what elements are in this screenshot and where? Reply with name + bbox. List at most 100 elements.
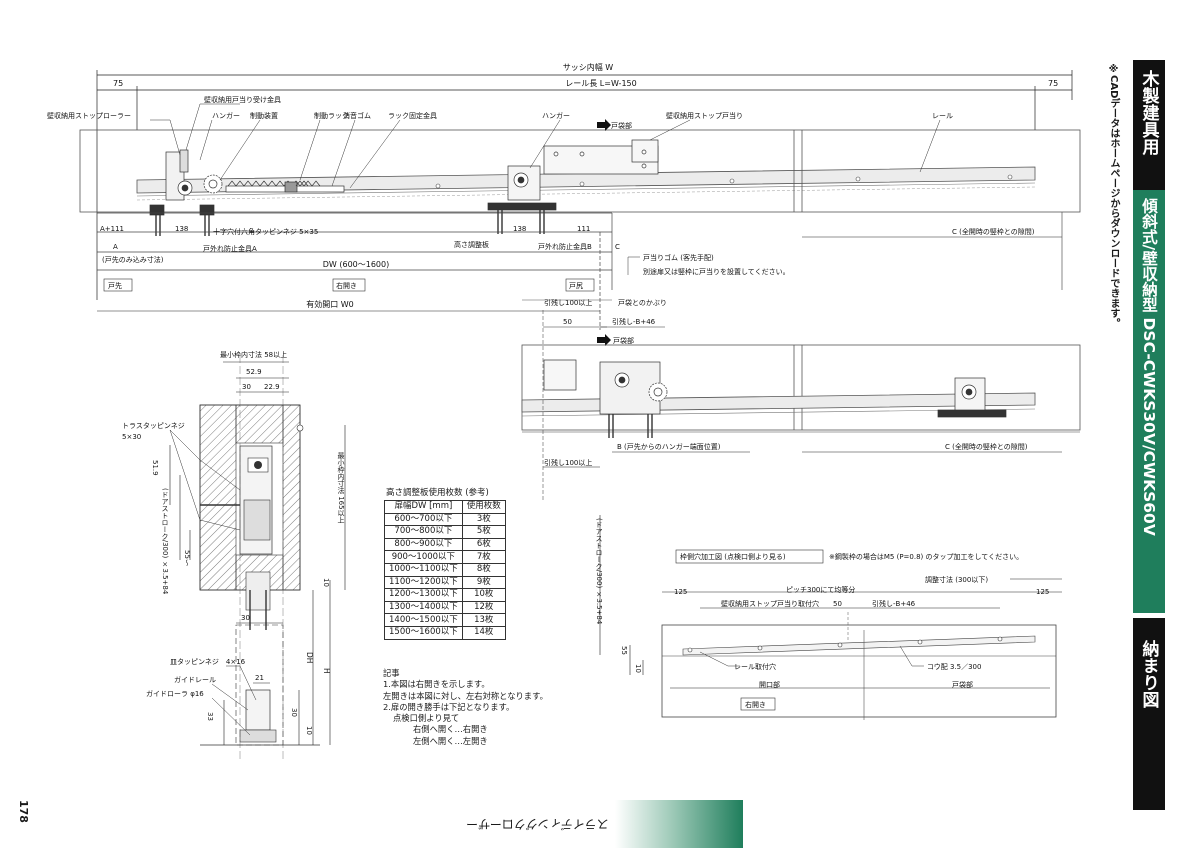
- pocket-direction-2-label: 戸袋部: [613, 336, 634, 345]
- rail-label: レール: [932, 112, 953, 120]
- cell-width: 1400～1500以下: [384, 613, 463, 627]
- a-plus-label: A+111: [100, 225, 124, 233]
- dh-label: DH: [305, 652, 314, 664]
- category-tab: 木製建具用: [1133, 60, 1165, 190]
- top-dimension-lines: [96, 70, 1073, 300]
- flat-screw-label: 皿タッピンネジ 4×16: [170, 657, 246, 666]
- hanger-left-label: ハンガー: [212, 111, 240, 120]
- stop-receiver-label: 壁収納用戸当り受け金具: [204, 95, 281, 104]
- right-open-label: 右開き: [336, 281, 357, 290]
- section-tab: 納まり図: [1133, 618, 1165, 810]
- dim-111: 111: [577, 225, 590, 233]
- footer-gradient: [615, 800, 743, 848]
- note-line: 左側へ開く…左開き: [413, 735, 488, 746]
- pull-b46-frame-label: 引残し-B+46: [872, 599, 916, 608]
- frame-door-stroke-label: (ドアストローク/300) ×3.5+84: [595, 518, 603, 625]
- min-frame-width-label: 最小枠内寸法 58以上: [220, 350, 287, 359]
- stop-note-label: 別途扉又は竪枠に戸当りを設置してください。: [643, 267, 790, 276]
- pocket-arrow-icon: [597, 119, 611, 131]
- dim-529-label: 52.9: [246, 368, 262, 376]
- cell-width: 1500～1600以下: [384, 625, 463, 640]
- left-stopper-assembly: [149, 149, 345, 236]
- cell-width: 1200～1300以下: [384, 588, 463, 602]
- cell-count: 14枚: [461, 625, 506, 640]
- stop-rubber-label: 戸当りゴム (客先手配): [643, 253, 714, 262]
- door-outline: [97, 212, 613, 330]
- brake-rack-label: 制動ラック: [314, 111, 349, 120]
- cell-count: 13枚: [461, 613, 506, 627]
- stopper-roller-label: 壁収納用ストップローラー: [47, 111, 131, 120]
- guide-roller-label: ガイドローラ φ16: [146, 689, 204, 698]
- dim-125b-label: 125: [1036, 588, 1049, 596]
- category-label: 木製建具用: [1138, 70, 1159, 155]
- pocket-direction-label: 戸袋部: [611, 121, 632, 130]
- cell-count: 7枚: [461, 550, 506, 564]
- hanger-mid-label: ハンガー: [542, 111, 570, 120]
- stop-mount-label: 壁収納用ストップ戸当り取付穴: [721, 599, 819, 608]
- dim-10b-label: 10: [305, 726, 313, 735]
- door-back-label: 戸尻: [569, 282, 583, 290]
- pocket-arrow-2-icon: [597, 334, 611, 346]
- steel-note-label: ※鋼製枠の場合はM5 (P=0.8) のタップ加工をしてください。: [829, 552, 1023, 561]
- frame-dim-55-label: 55: [620, 646, 628, 655]
- dim-30c-label: 30: [290, 708, 298, 717]
- dim-229-label: 22.9: [264, 383, 280, 391]
- anti-fall-a-label: 戸外れ防止金具A: [203, 244, 257, 253]
- note-line: 1.本図は右開きを示します。: [383, 679, 490, 690]
- dim-50-label: 50: [563, 318, 572, 326]
- h-label: H: [322, 668, 331, 674]
- c-label: C: [615, 243, 620, 251]
- cell-count: 12枚: [461, 600, 506, 615]
- cell-width: 1300～1400以下: [384, 600, 463, 615]
- notes-heading: 記事: [383, 668, 400, 678]
- dim-55-label: 55～: [183, 550, 191, 566]
- truss-size-label: 5×30: [122, 433, 141, 441]
- guide-rail-label: ガイドレール: [174, 675, 216, 684]
- door-direction-boxes: [103, 278, 595, 292]
- cell-count: 10枚: [461, 588, 506, 602]
- left-margin-label: 75: [113, 79, 123, 88]
- right-margin-label: 75: [1048, 79, 1058, 88]
- note-line: 左開きは本図に対し、左右対称となります。: [383, 690, 548, 701]
- frame-dim-10-label: 10: [634, 664, 642, 673]
- leader-lines: [150, 103, 941, 189]
- height-plate-label: 高さ調整板: [454, 240, 489, 249]
- dim-30-label: 30: [242, 383, 251, 391]
- dim-21-label: 21: [255, 674, 264, 682]
- truss-screw-label: トラスタッピンネジ: [122, 421, 185, 430]
- header-count: 使用枚数: [461, 500, 506, 514]
- stop-stopper-label: 壁収納用ストップ戸当り: [666, 111, 743, 120]
- door-tip-label: 戸先: [108, 281, 122, 290]
- cell-count: 9枚: [461, 575, 506, 590]
- ceiling-frame: [79, 129, 1081, 213]
- min-frame-height-label: 最小枠内寸法 165以上: [337, 452, 345, 524]
- cell-width: 600～700以下: [384, 512, 463, 527]
- open-position-view: 引残し100以上 戸袋とのかぶり 50 引残し-B+46 戸袋部: [521, 298, 1081, 500]
- pocket-label: 戸袋部: [952, 680, 973, 689]
- stop-bracket: [543, 139, 659, 175]
- section-view: 最小枠内寸法 58以上 52.9 30 22.9: [122, 350, 346, 760]
- note-line: 2.扉の開き勝手は下記となります。: [383, 701, 515, 712]
- dim-30b-label: 30: [241, 614, 250, 622]
- table-header-row: 扉幅DW [mm] 使用枚数: [384, 500, 506, 514]
- dim-138b: 138: [513, 225, 526, 233]
- opening-label: 開口部: [759, 680, 780, 689]
- dim-519-label: 51.9: [151, 460, 159, 476]
- cell-count: 5枚: [461, 525, 506, 539]
- shim-table-title: 高さ調整板使用枚数 (参考): [386, 488, 489, 498]
- dim-125a-label: 125: [674, 588, 687, 596]
- cell-width: 1100～1200以下: [384, 575, 463, 590]
- header-door-width: 扉幅DW [mm]: [384, 500, 463, 514]
- frame-drawing-title: 枠側穴加工図 (点検口側より見る): [680, 552, 786, 561]
- middle-hanger: [487, 165, 557, 234]
- slope-label: コウ配 3.5／300: [927, 663, 981, 671]
- adjust-dim-label: 調整寸法 (300以下): [925, 575, 988, 584]
